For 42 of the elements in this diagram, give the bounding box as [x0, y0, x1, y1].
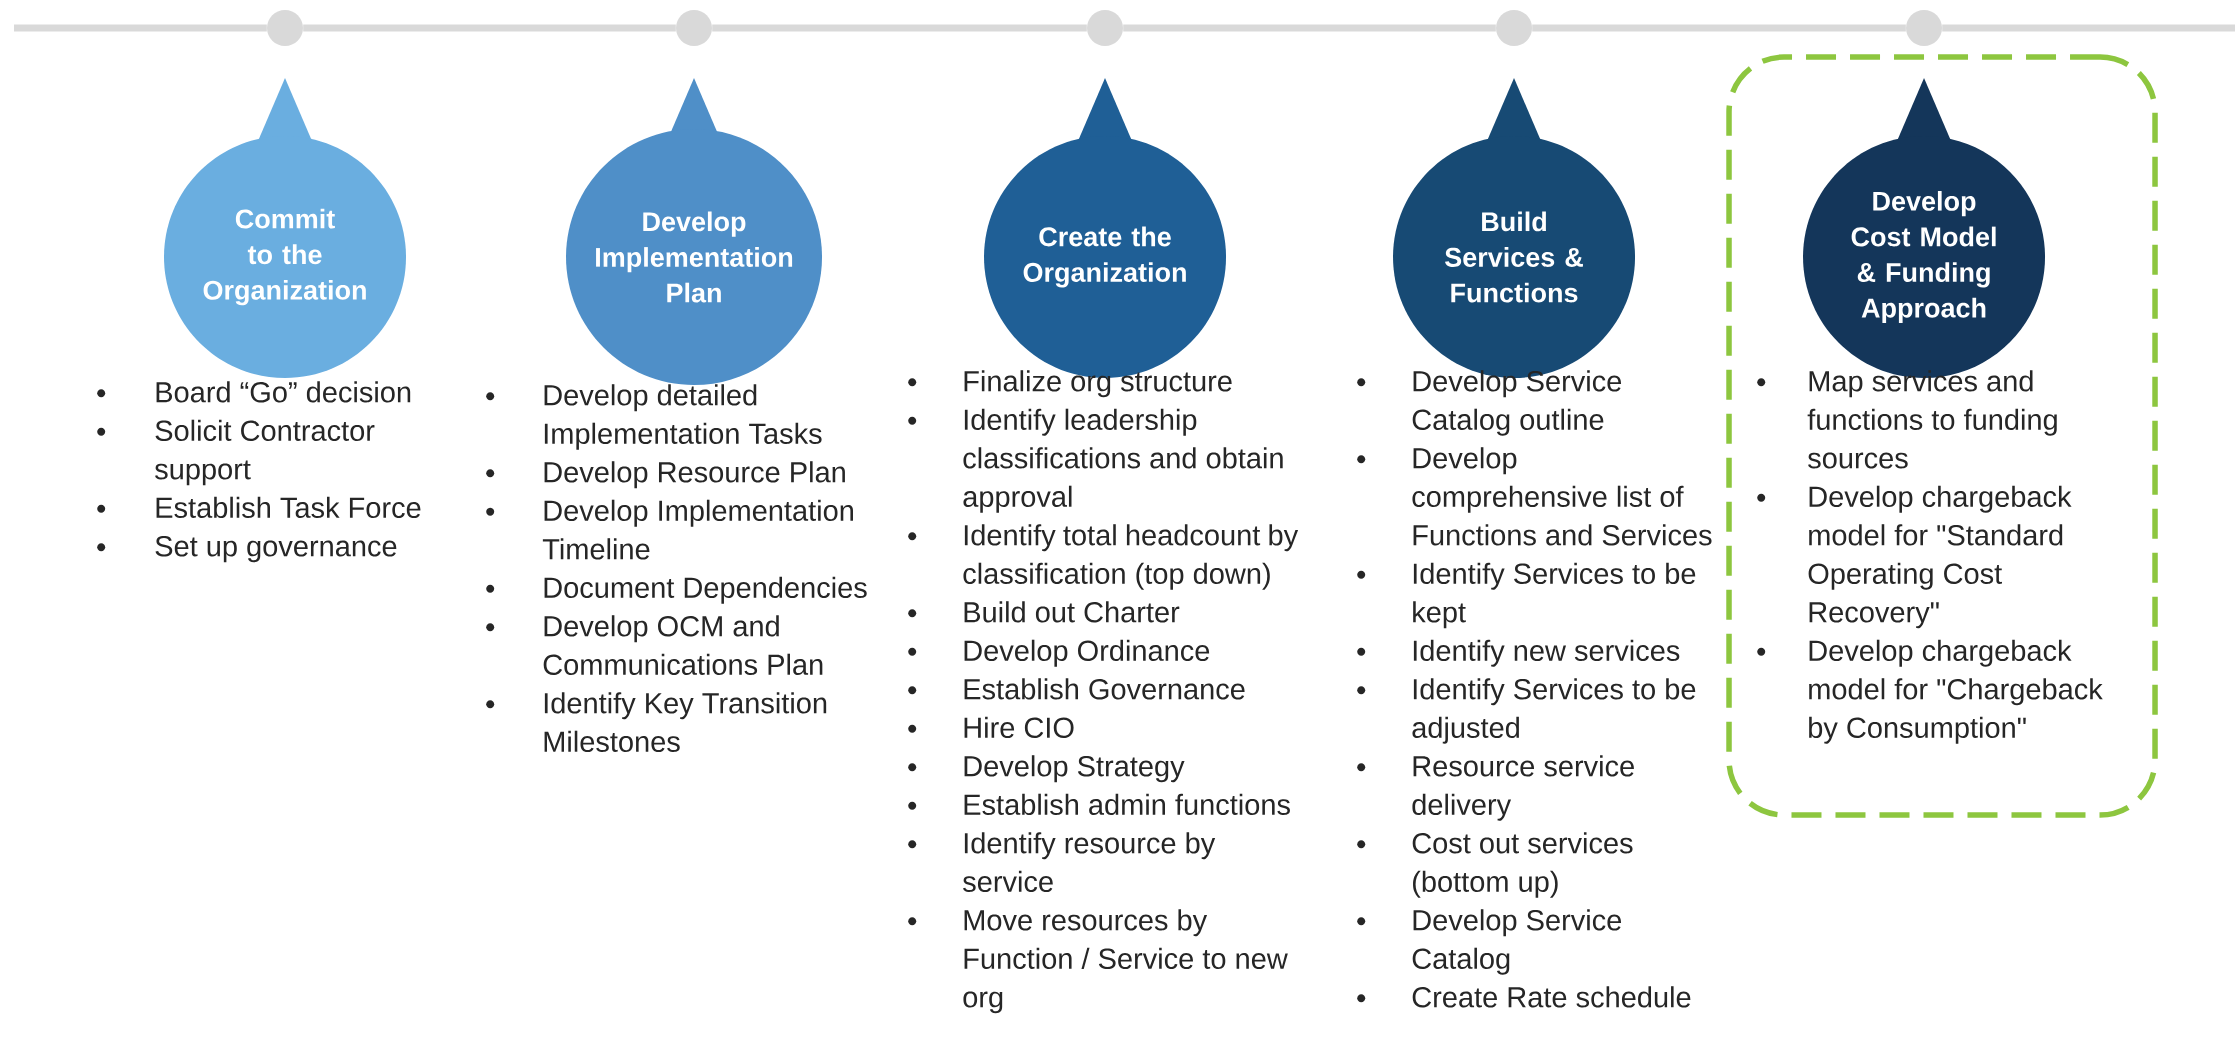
- node-label: Identify total headcount by classification (top down): [963, 524, 1299, 590]
- node-label: Develop Resource Plan: [544, 461, 845, 489]
- dashed-frame: [1726, 54, 2158, 818]
- node-label: Build out Charter: [964, 601, 1180, 623]
- node-label: Establish Governance: [964, 678, 1245, 700]
- node-label: Board “Go” decision: [156, 381, 411, 403]
- node-label: Develop Ordinance: [964, 639, 1210, 667]
- node-label: Develop detailed Implementation Tasks: [544, 384, 822, 450]
- node-label: Establish Task Force: [156, 496, 421, 518]
- timeline-line: [1123, 24, 1496, 32]
- node-label: Document Dependencies: [544, 576, 867, 604]
- node-label: Resource service delivery: [1412, 755, 1634, 821]
- node-label: Identify new services: [1413, 639, 1680, 667]
- node-label: Hire CIO: [964, 716, 1074, 738]
- node-label: Identify Services to be adjusted: [1412, 678, 1696, 744]
- timeline-line: [1532, 24, 1906, 32]
- timeline-line: [712, 24, 1087, 32]
- node-label: Develop OCM and Communications Plan: [543, 615, 823, 675]
- node-label: Develop Implementation Timeline: [542, 499, 853, 560]
- node-label: Develop Service Catalog: [1412, 909, 1622, 975]
- timeline-dot: [1906, 10, 1943, 46]
- node-label: Develop Strategy: [964, 755, 1185, 783]
- node-label: Solicit Contractor support: [155, 419, 375, 486]
- timeline-dot: [1087, 10, 1123, 46]
- timeline-line: [14, 24, 267, 32]
- timeline-dot: [1496, 10, 1532, 46]
- node-label: Move resources by Function / Service to new org: [963, 909, 1288, 1014]
- timeline-dot: [267, 10, 303, 46]
- timeline-line: [1942, 24, 2235, 32]
- node-label: Cost out services (bottom up): [1412, 832, 1633, 898]
- node-label: Identify resource by service: [963, 832, 1216, 893]
- timeline-line: [303, 24, 676, 32]
- bullet-list: Board “Go” decision Solicit Contractor support Establish Task Force Set up governance: [97, 381, 421, 563]
- node-label: Identify Key Transition Milestones: [544, 692, 827, 752]
- bullet-list: Develop detailed Implementation Tasks Develop Resource Plan Develop Implementation Timeline Document Dependencies Develop OCM and Communications Plan Identify Key Transition Milestones: [486, 384, 867, 752]
- node-label: Identify Services to be kept: [1413, 562, 1696, 629]
- timeline-dot: [676, 10, 712, 46]
- node-label: Establish admin functions: [964, 793, 1290, 815]
- node-label: Develop comprehensive list of Functions and Services: [1412, 447, 1712, 546]
- node-label: Create Rate schedule: [1412, 986, 1691, 1008]
- node-label: Identify leadership classifications and obtain approval: [963, 408, 1283, 513]
- node-label: Set up governance: [155, 535, 397, 563]
